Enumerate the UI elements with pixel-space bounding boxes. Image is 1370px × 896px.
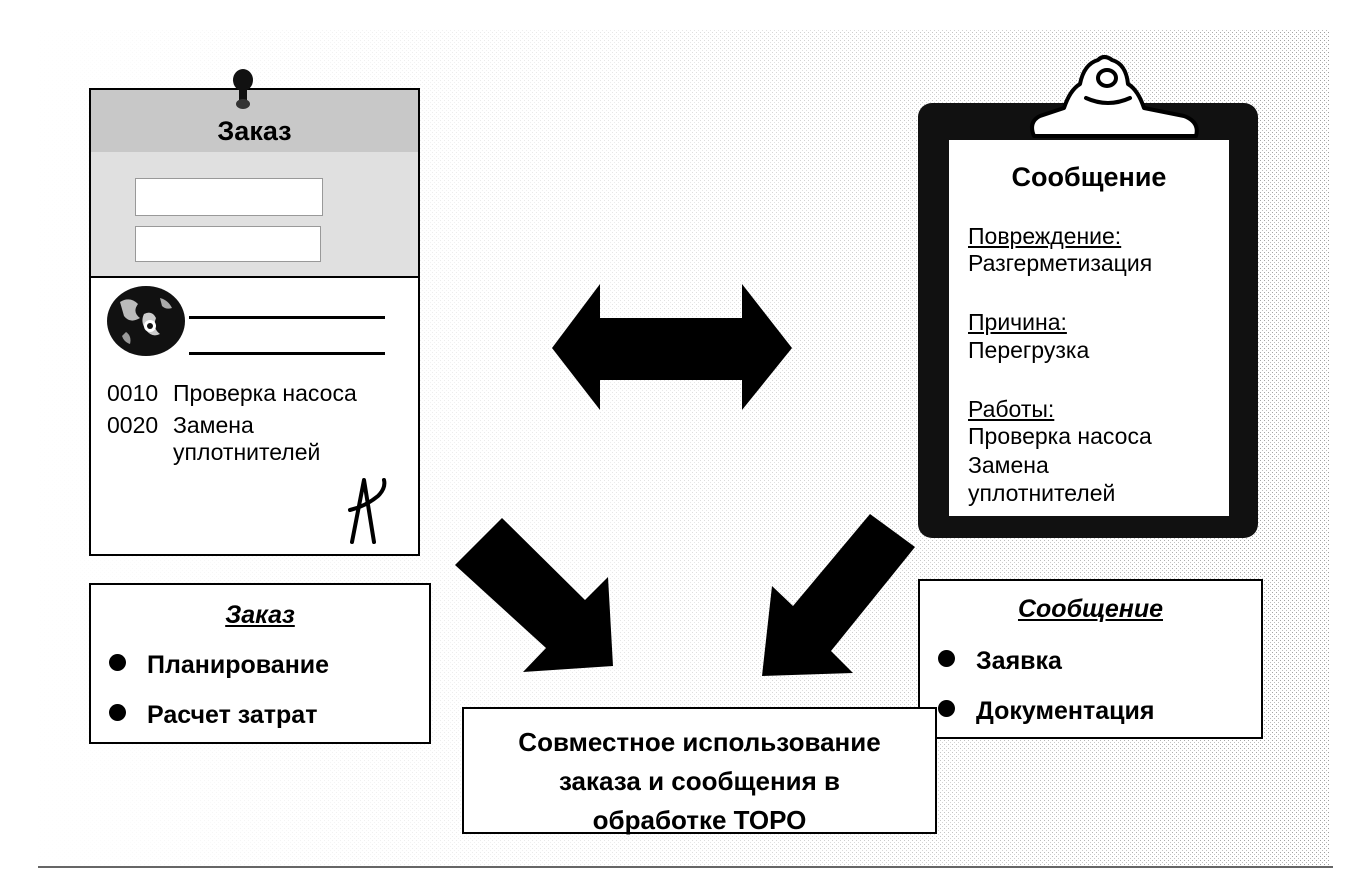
bullet-icon (109, 654, 126, 671)
operation-number: 0020 (107, 412, 159, 438)
damage-label: Повреждение: (968, 223, 1122, 249)
message-summary-item-label: Документация (976, 697, 1155, 725)
order-card-header: Заказ (91, 90, 418, 155)
arrow-down-left-icon (762, 514, 915, 676)
arrow-down-right-icon (455, 518, 613, 672)
message-summary-item: Заявка (938, 647, 1062, 676)
message-card-title: Сообщение (1011, 162, 1167, 192)
center-box-text: Совместное использование заказа и сообще… (464, 723, 935, 840)
order-line-1 (189, 316, 385, 319)
order-card: Заказ 0010 Проверка насоса 0020 Замена упл… (89, 88, 420, 556)
cause-value: Перегрузка (968, 337, 1090, 363)
order-card-form-area (91, 152, 418, 278)
clipboard-paper (949, 140, 1229, 516)
double-arrow-icon (552, 284, 792, 410)
center-box-line: заказа и сообщения в (558, 766, 841, 796)
works-item: Проверка насоса (968, 423, 1152, 449)
operation-text: Замена (173, 412, 254, 438)
operation-text: Проверка насоса (173, 380, 357, 406)
order-summary-item-label: Планирование (147, 651, 330, 679)
signature-mark (348, 478, 387, 544)
order-summary-title: Заказ (225, 601, 295, 629)
bullet-icon (938, 650, 955, 667)
order-summary-box: Заказ Планирование Расчет затрат (89, 583, 431, 744)
damage-value: Разгерметизация (968, 250, 1153, 276)
order-summary-item-label: Расчет затрат (147, 701, 318, 729)
bullet-icon (938, 700, 955, 717)
bullet-icon (109, 704, 126, 721)
message-summary-item-label: Заявка (976, 647, 1062, 675)
order-field-2 (135, 226, 321, 262)
order-summary-item: Планирование (109, 651, 329, 680)
pushpin-icon (233, 69, 253, 109)
message-summary-box: Сообщение Заявка Документация (918, 579, 1263, 739)
center-box: Совместное использование заказа и сообще… (462, 707, 937, 835)
works-item: Замена (968, 452, 1049, 478)
message-summary-title: Сообщение (1017, 595, 1163, 623)
globe-logo (107, 286, 185, 356)
cause-label: Причина: (968, 309, 1067, 335)
works-item: уплотнителей (968, 480, 1116, 506)
operation-number: 0010 (107, 380, 159, 406)
order-field-1 (135, 178, 323, 216)
order-summary-item: Расчет затрат (109, 701, 317, 730)
center-box-line: Совместное использование (518, 727, 881, 757)
order-card-title: Заказ (217, 116, 292, 146)
center-box-line: обработке ТОРО (592, 805, 807, 835)
message-summary-item: Документация (938, 697, 1154, 726)
operation-text-continued: уплотнителей (173, 439, 321, 465)
bottom-divider (38, 866, 1333, 868)
order-operation-row: 0020 Замена (107, 412, 254, 439)
clipboard-clip-icon (1030, 55, 1199, 138)
order-operation-row: 0010 Проверка насоса (107, 380, 357, 407)
works-label: Работы: (968, 396, 1055, 422)
order-line-2 (189, 352, 385, 355)
